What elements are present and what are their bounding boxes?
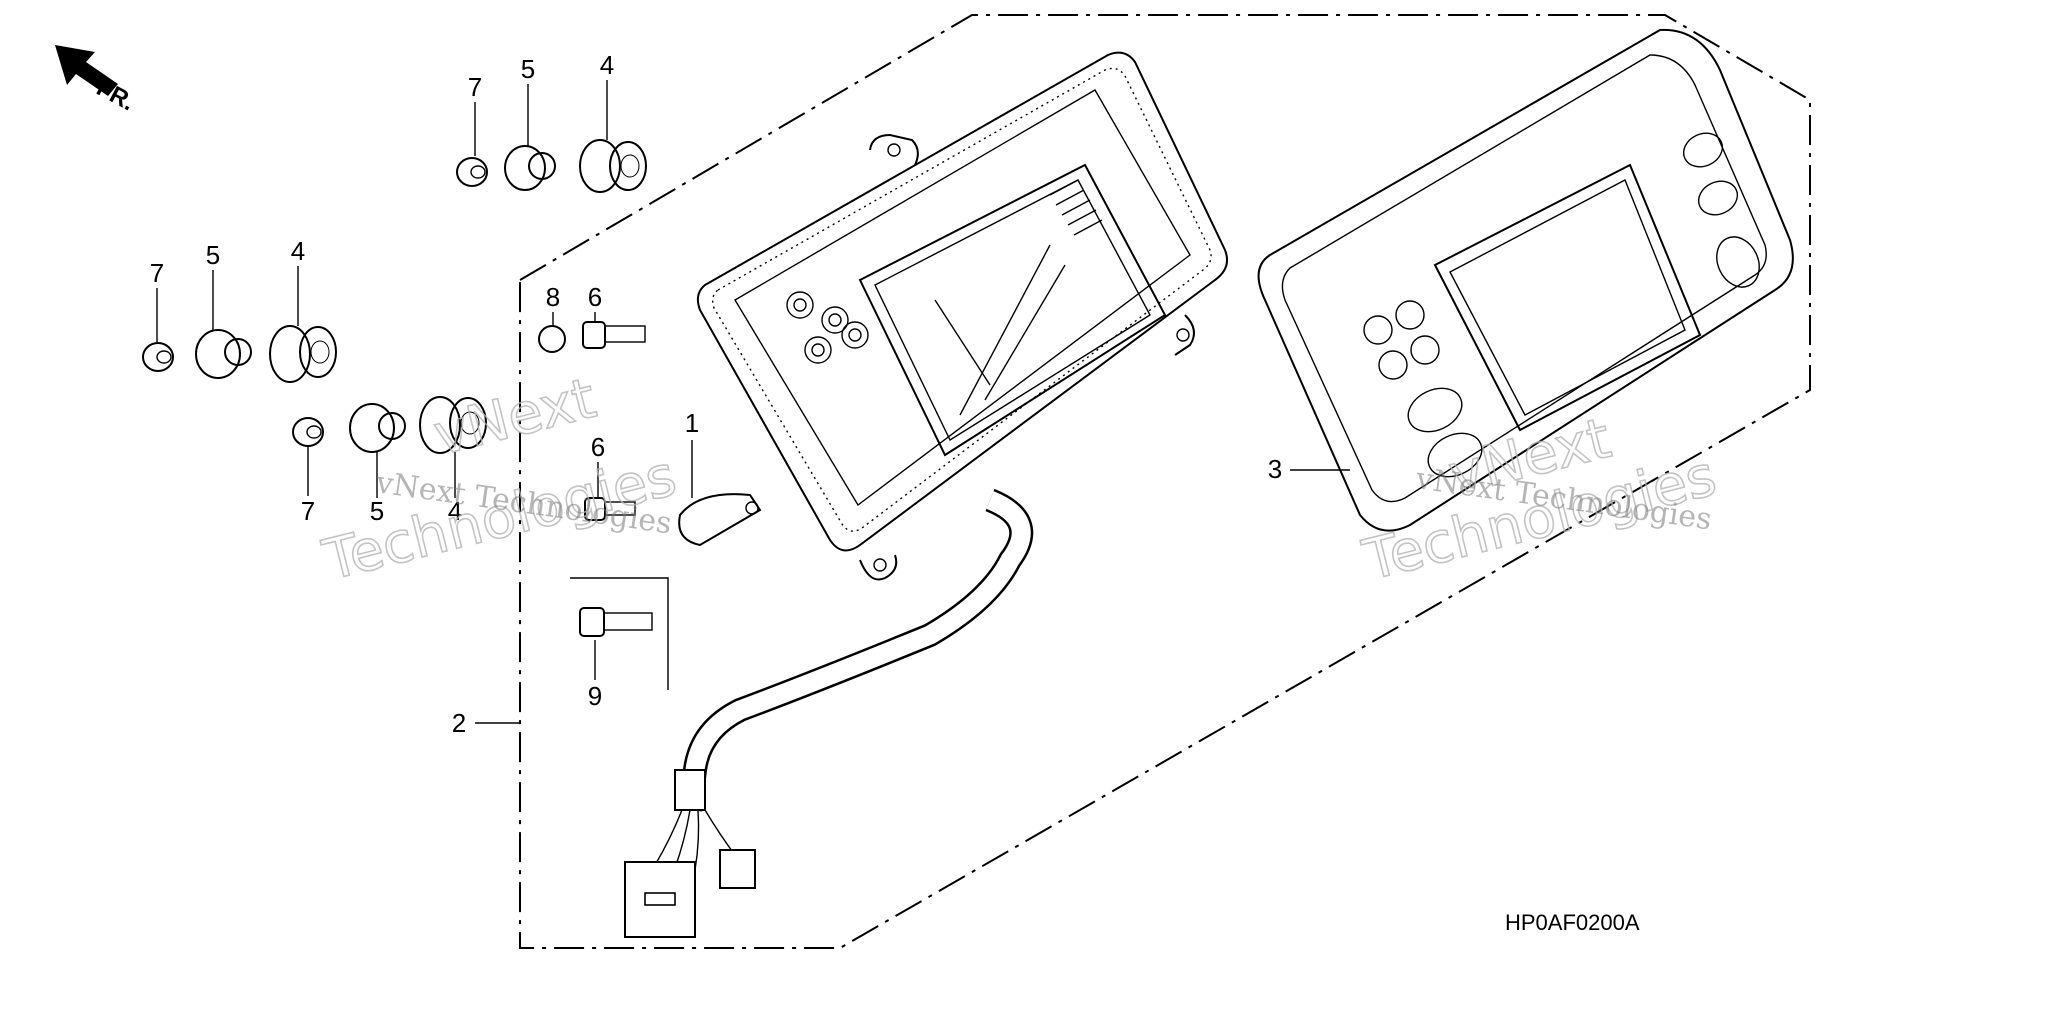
callout-5-top: 5 xyxy=(521,54,535,84)
callout-8: 8 xyxy=(546,282,560,312)
assembly-boundary xyxy=(519,14,1811,949)
meter-assembly xyxy=(624,51,1228,938)
callout-6-low: 6 xyxy=(591,432,605,462)
hardware-row-top xyxy=(456,139,647,193)
leader-lines xyxy=(156,80,1350,724)
callout-2: 2 xyxy=(452,708,466,738)
svg-text:vNext: vNext xyxy=(428,366,602,469)
nut-8 xyxy=(538,325,566,353)
callout-4-top: 4 xyxy=(600,50,614,80)
watermark-left: vNext Technologies vNext Technologies xyxy=(316,365,683,594)
callout-1: 1 xyxy=(685,408,699,438)
callout-4-low: 4 xyxy=(448,496,462,526)
callout-7-low: 7 xyxy=(301,496,315,526)
diagram-code: HP0AF0200A xyxy=(1505,910,1640,935)
callout-5-mid: 5 xyxy=(206,240,220,270)
callout-7-top: 7 xyxy=(468,72,482,102)
callout-9: 9 xyxy=(588,681,602,711)
callout-7-mid: 7 xyxy=(150,258,164,288)
meter-cover xyxy=(1257,28,1794,532)
hardware-row-mid xyxy=(142,325,337,383)
callout-3: 3 xyxy=(1268,454,1282,484)
watermark-right: vNext Technologies vNext Technologies xyxy=(1356,405,1723,594)
bolt-9 xyxy=(570,577,669,690)
callout-5-low: 5 xyxy=(370,496,384,526)
bolt-6 xyxy=(582,321,646,349)
callout-6-top: 6 xyxy=(588,282,602,312)
front-arrow-icon: FR. xyxy=(55,45,139,116)
callout-4-mid: 4 xyxy=(291,236,305,266)
bolt-6-lower xyxy=(584,497,636,521)
